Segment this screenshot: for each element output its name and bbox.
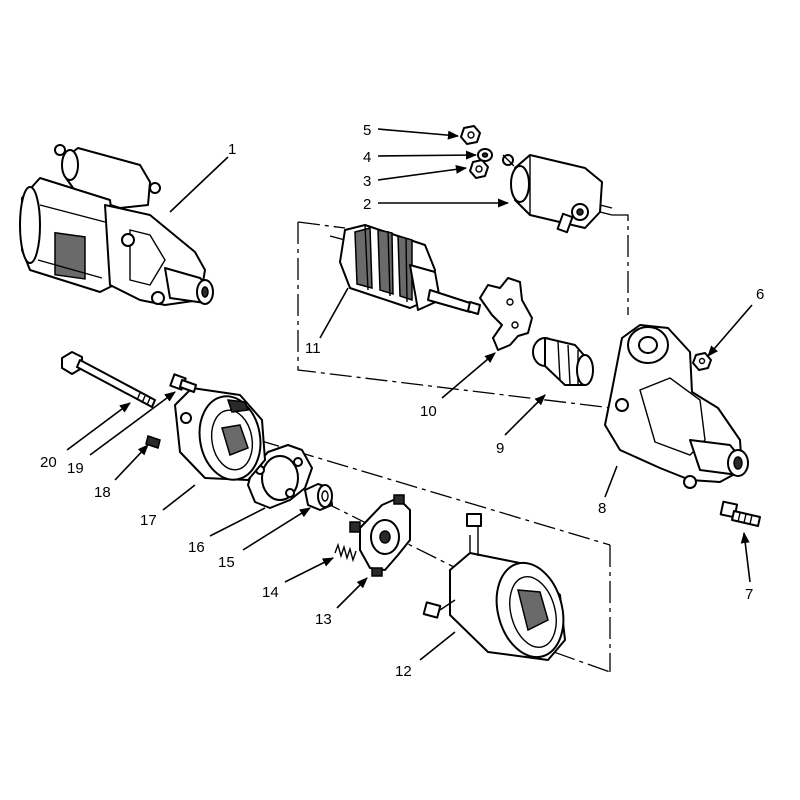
screw-19: [169, 373, 197, 393]
callout-6: 6: [756, 286, 764, 303]
pinion-gear: [532, 337, 594, 386]
callout-1: 1: [228, 141, 236, 158]
bolt-7: [719, 500, 761, 527]
nut-5: [460, 125, 481, 145]
callout-8: 8: [598, 500, 606, 517]
callout-17: 17: [140, 512, 157, 529]
bearing: [304, 483, 333, 511]
callout-13: 13: [315, 611, 332, 628]
armature: [329, 224, 481, 315]
callout-labels: 1 2 3 4 5 6 7 8 9 10 11 12 13 14 15 16 1…: [40, 122, 764, 680]
field-frame: [422, 513, 566, 661]
brush-spring: [334, 542, 357, 563]
solenoid: [502, 154, 613, 234]
callout-10: 10: [420, 403, 437, 420]
washer-4: [477, 148, 493, 162]
nut-3: [469, 159, 489, 179]
callout-4: 4: [363, 149, 371, 166]
callout-11: 11: [305, 340, 321, 357]
callout-9: 9: [496, 440, 504, 457]
screw-18: [145, 435, 161, 449]
callout-5: 5: [363, 122, 371, 139]
callout-7: 7: [745, 586, 753, 603]
shift-lever: [479, 277, 533, 351]
leader-lines: [66, 128, 753, 661]
callout-18: 18: [94, 484, 111, 501]
drive-housing: [604, 324, 749, 489]
callout-12: 12: [395, 663, 412, 680]
brush-holder: [349, 494, 411, 577]
nut-6: [692, 352, 712, 371]
callout-15: 15: [218, 554, 235, 571]
starter-assembly: [19, 144, 214, 306]
through-bolt: [61, 351, 156, 408]
callout-20: 20: [40, 454, 57, 471]
phantom-lines: [257, 214, 629, 673]
callout-19: 19: [67, 460, 84, 477]
callout-2: 2: [363, 196, 371, 213]
callout-14: 14: [262, 584, 279, 601]
end-cover: [174, 387, 266, 481]
callout-3: 3: [363, 173, 371, 190]
callout-16: 16: [188, 539, 205, 556]
